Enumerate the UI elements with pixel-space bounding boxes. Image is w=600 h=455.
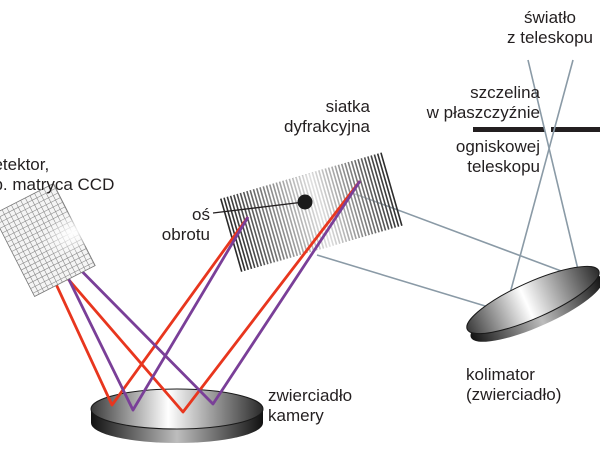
ccd-grid-line (0, 192, 59, 224)
camera-mirror-label-line-1: zwierciadło (268, 386, 353, 405)
collimated-ray-1 (316, 254, 506, 313)
light-from-telescope-label: światło z teleskopu (500, 8, 600, 48)
slit-label-line-1: szczelina (470, 83, 540, 102)
red-ray-2 (35, 180, 362, 414)
focal-plane-label: ogniskowej teleskopu (390, 137, 540, 177)
purple-ray-1 (46, 216, 250, 412)
grating-label: siatka dyfrakcyjna (240, 97, 370, 137)
ccd-grid-line (4, 206, 66, 238)
slit-left-jaw (473, 127, 545, 132)
detector-label: detektor, np. matryca CCD (0, 155, 184, 195)
ccd-grid-line (0, 187, 56, 220)
focal-plane-label-line-2: teleskopu (467, 157, 540, 176)
slit-right-jaw (551, 127, 600, 132)
camera-mirror-label-line-2: kamery (268, 406, 324, 425)
collimator-label: kolimator (zwierciadło) (466, 365, 600, 405)
focal-plane-label-line-1: ogniskowej (455, 137, 540, 156)
slit-label-line-2: w płaszczyźnie (426, 103, 540, 122)
grating-label-line-1: siatka (325, 97, 370, 116)
dispersed-rays (35, 180, 362, 414)
red-ray-1 (35, 216, 250, 407)
slit (473, 127, 600, 132)
collimator-face (466, 265, 600, 335)
ccd-grid-line (0, 197, 61, 229)
ccd-detector (0, 183, 96, 297)
ccd-glow (22, 209, 94, 265)
rotation-axis-pointer (212, 201, 305, 214)
purple-ray-2 (47, 180, 362, 406)
ccd-grid-line (32, 262, 94, 294)
light-from-telescope-line-1: światło (524, 8, 576, 27)
camera-mirror-label: zwierciadło kamery (268, 386, 398, 426)
rotation-axis-label-line-2: obrotu (161, 225, 210, 244)
slit-label: szczelina w płaszczyźnie (390, 83, 540, 123)
collimator-label-line-2: (zwierciadło) (466, 385, 562, 404)
rotation-axis-label: oś obrotu (130, 205, 210, 245)
telescope-ray-1 (527, 59, 581, 279)
camera-mirror (90, 388, 264, 443)
detector-label-line-1: detektor, (0, 155, 50, 174)
ccd-grid-line (28, 252, 89, 285)
ccd-grid-line (30, 257, 92, 289)
rotation-axis-label-line-1: oś (192, 205, 210, 224)
rotation-axis-dot (297, 194, 313, 210)
detector-label-line-2: np. matryca CCD (0, 175, 115, 194)
camera-mirror-face (90, 388, 264, 430)
grating-label-line-2: dyfrakcyjna (284, 117, 370, 136)
ccd-grid-line (2, 201, 63, 234)
light-from-telescope-line-2: z teleskopu (507, 28, 593, 47)
telescope-ray-2 (504, 59, 574, 313)
collimator-label-line-1: kolimator (466, 365, 535, 384)
telescope-rays (504, 59, 581, 313)
collimator-mirror (466, 265, 600, 342)
